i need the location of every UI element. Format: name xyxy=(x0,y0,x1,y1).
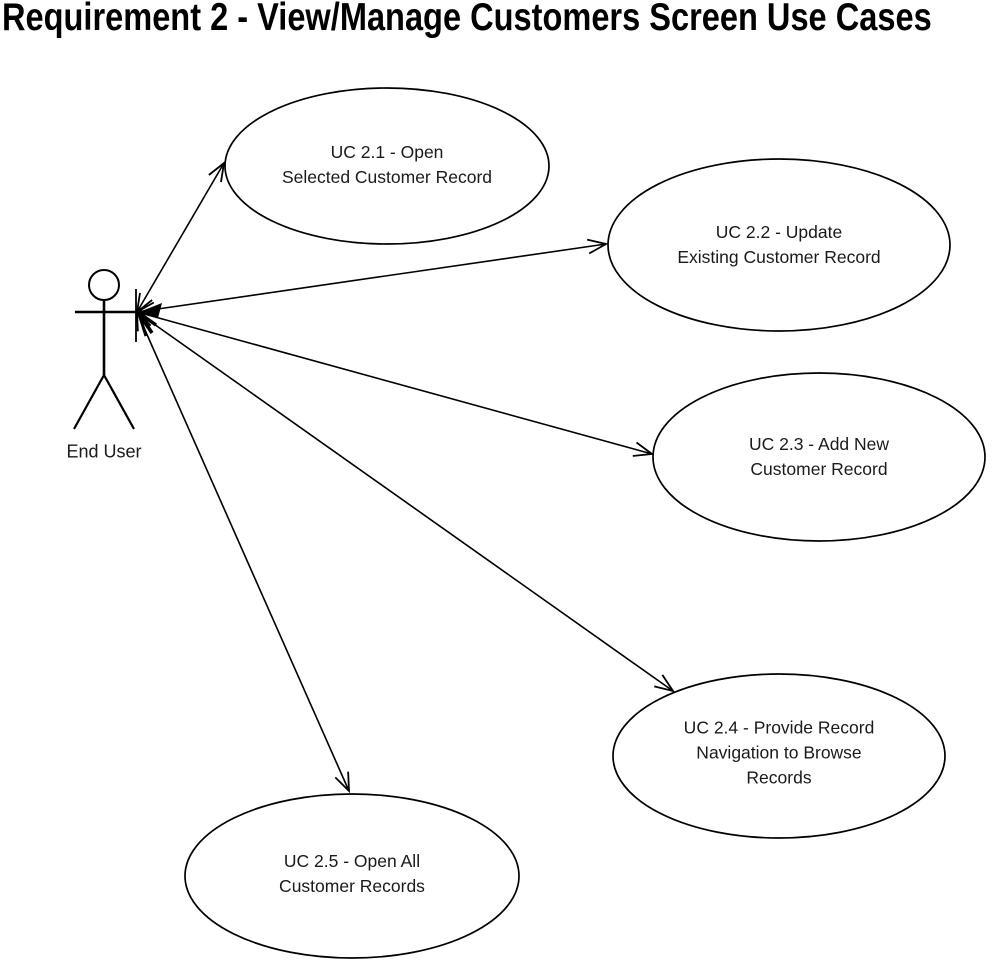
use-case-label-uc-2-2: UC 2.2 - Update Existing Customer Record xyxy=(677,222,881,267)
use-case-ellipse-uc-2-4 xyxy=(612,673,946,839)
use-case-ellipse-uc-2-3 xyxy=(652,372,986,542)
use-case-ellipse-uc-2-1 xyxy=(224,87,550,245)
association-uc-2-4 xyxy=(137,312,673,691)
association-uc-2-3 xyxy=(137,312,652,454)
use-case-label-uc-2-1: UC 2.1 - Open Selected Customer Record xyxy=(281,142,493,187)
association-uc-2-1 xyxy=(137,163,224,312)
association-lines xyxy=(137,163,673,791)
actor-leg-right xyxy=(103,374,135,430)
actor-label: End User xyxy=(66,441,142,462)
use-case-label-uc-2-5: UC 2.5 - Open All Customer Records xyxy=(279,851,425,896)
use-case-ellipses xyxy=(184,87,986,959)
stick-figure-actor-icon xyxy=(73,269,139,430)
association-uc-2-2 xyxy=(137,244,606,312)
use-case-ellipse-uc-2-2 xyxy=(607,158,951,332)
association-uc-2-5 xyxy=(137,312,349,791)
actor-leg-left xyxy=(73,374,105,430)
actor-head xyxy=(88,269,120,301)
use-case-label-uc-2-4: UC 2.4 - Provide Record Navigation to Br… xyxy=(683,717,875,788)
use-case-label-uc-2-3: UC 2.3 - Add New Customer Record xyxy=(748,434,890,479)
actor-arrowhead-cluster-icon xyxy=(135,289,162,342)
use-case-ellipse-uc-2-5 xyxy=(184,793,520,959)
diagram-title: Requirement 2 - View/Manage Customers Sc… xyxy=(2,0,932,39)
